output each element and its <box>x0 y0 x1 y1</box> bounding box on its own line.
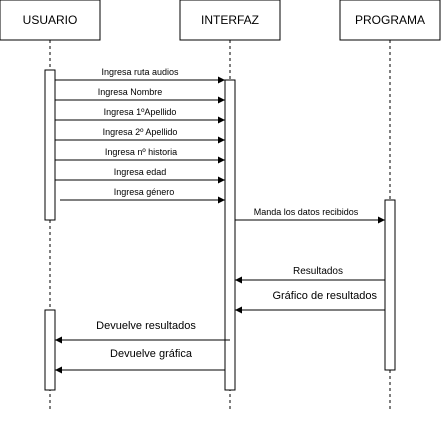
message-label: Ingresa 2º Apellido <box>103 127 178 137</box>
message-10: Gráfico de resultados <box>235 290 385 314</box>
message-label: Resultados <box>293 266 343 277</box>
message-8: Manda los datos recibidos <box>235 207 385 224</box>
message-4: Ingresa 2º Apellido <box>55 127 225 144</box>
message-2: Ingresa Nombre <box>55 87 225 104</box>
participant-label: USUARIO <box>23 13 78 27</box>
message-label: Ingresa 1ºApellido <box>104 107 177 117</box>
participant-interfaz: INTERFAZ <box>179 0 281 41</box>
activation-usuario-input <box>44 69 56 221</box>
message-label: Ingresa ruta audios <box>101 67 179 77</box>
participant-label: PROGRAMA <box>355 13 425 27</box>
message-1: Ingresa ruta audios <box>55 67 225 84</box>
message-label: Devuelve gráfica <box>110 348 193 360</box>
message-3: Ingresa 1ºApellido <box>55 107 225 124</box>
message-5: Ingresa nº historia <box>55 147 225 164</box>
message-label: Ingresa edad <box>114 167 167 177</box>
message-6: Ingresa edad <box>55 167 225 184</box>
message-11: Devuelve resultados <box>55 320 230 344</box>
message-label: Ingresa género <box>114 187 175 197</box>
participant-programa: PROGRAMA <box>339 0 441 41</box>
message-label: Ingresa Nombre <box>98 87 163 97</box>
message-label: Manda los datos recibidos <box>254 207 359 217</box>
message-12: Devuelve gráfica <box>55 348 225 374</box>
message-label: Devuelve resultados <box>96 320 196 332</box>
message-9: Resultados <box>235 266 385 284</box>
activation-programa <box>384 199 396 371</box>
message-7: Ingresa género <box>60 187 225 204</box>
activation-usuario-output <box>44 309 56 391</box>
message-label: Gráfico de resultados <box>272 290 377 302</box>
message-label: Ingresa nº historia <box>105 147 177 157</box>
participant-usuario: USUARIO <box>0 0 101 41</box>
participant-label: INTERFAZ <box>201 13 259 27</box>
activation-interfaz <box>224 79 236 391</box>
